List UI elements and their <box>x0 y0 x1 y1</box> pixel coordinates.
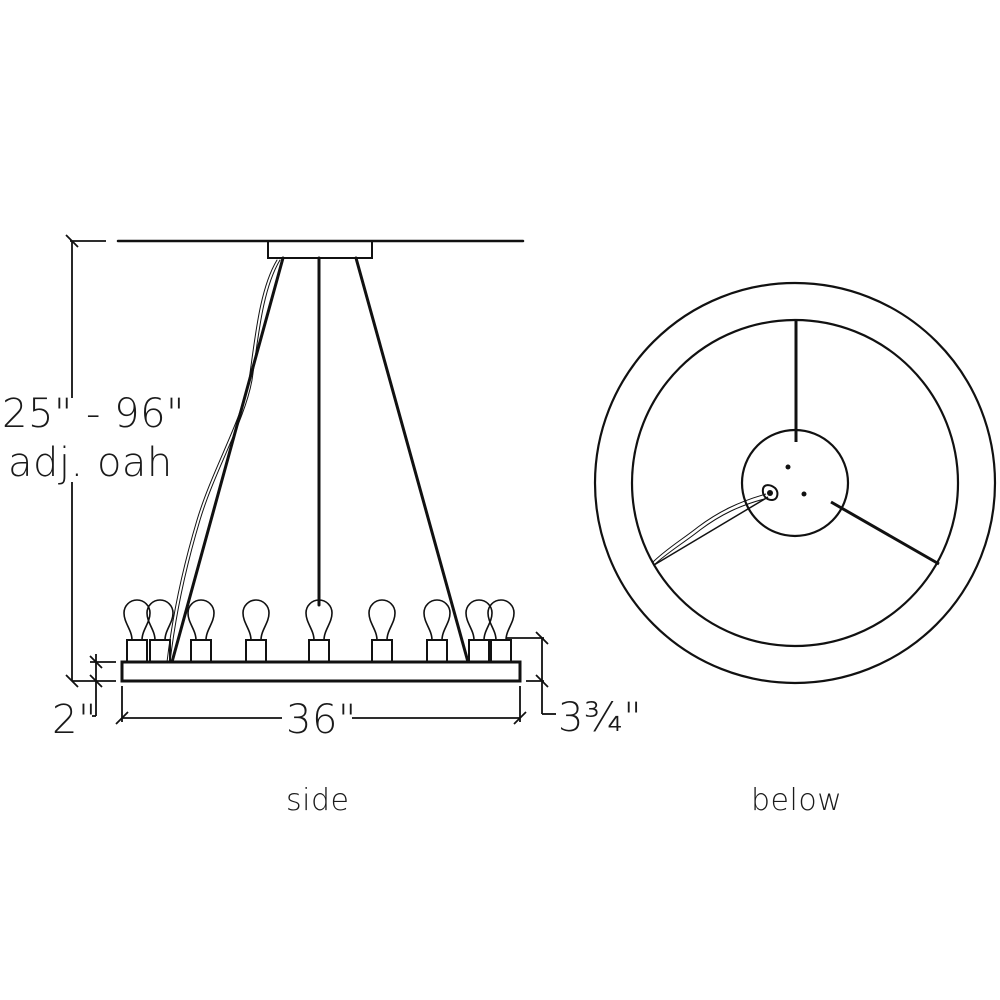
ring-outer-edge <box>593 281 997 685</box>
dimension-lines <box>65 234 556 725</box>
diameter-label: 36" <box>286 697 357 743</box>
bulb <box>146 599 174 663</box>
bulb <box>465 599 493 663</box>
bulb <box>187 599 215 663</box>
bulbs <box>123 599 515 663</box>
overall-height-note: adj. oah <box>8 440 173 486</box>
below-view-label: below <box>751 783 843 818</box>
bulb <box>123 599 151 663</box>
cord-wire <box>653 497 769 566</box>
bulb <box>242 599 270 663</box>
mount-hole <box>801 491 807 497</box>
bulb <box>368 599 396 663</box>
side-view <box>116 239 525 683</box>
bulb <box>487 599 515 663</box>
overall-height-label: 25" - 96" <box>2 391 185 437</box>
cord-grommet <box>761 484 779 502</box>
rod-right <box>830 500 940 566</box>
side-view-label: side <box>286 783 350 818</box>
canopy-hub <box>740 428 850 538</box>
mount-hole <box>785 464 791 470</box>
below-view <box>593 281 997 685</box>
canopy <box>267 240 373 259</box>
ring-base <box>120 660 522 683</box>
bulb-height-label: 3¾" <box>558 695 643 741</box>
bulb <box>305 599 333 663</box>
rod-left <box>653 496 769 566</box>
bulb <box>423 599 451 663</box>
support-rod-right <box>354 256 470 664</box>
ring-thickness-label: 2" <box>52 697 97 743</box>
power-cord <box>169 259 281 663</box>
support-rod-left <box>170 256 285 664</box>
